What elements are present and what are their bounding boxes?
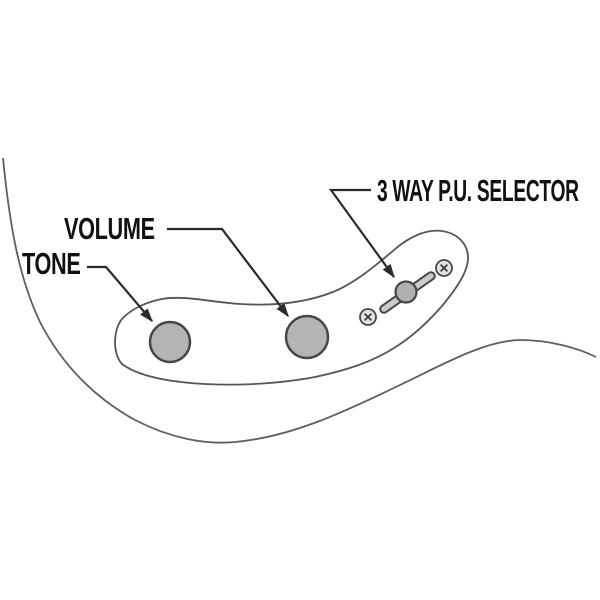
tone-knob	[148, 320, 192, 364]
volume-knob	[284, 314, 330, 360]
pickup-selector-switch	[379, 271, 436, 314]
screw-upper-icon	[435, 259, 453, 277]
screw-lower-icon	[359, 308, 377, 326]
control-plate-outline	[114, 229, 469, 386]
selector-label: 3 WAY P.U. SELECTOR	[377, 173, 579, 208]
selector-knob	[394, 280, 418, 304]
tone-leader-line	[87, 265, 153, 323]
volume-label: VOLUME	[64, 211, 155, 246]
guitar-body-outline	[2, 157, 597, 444]
tone-label: TONE	[22, 246, 81, 281]
volume-leader-line	[167, 227, 289, 318]
selector-leader-line	[328, 188, 395, 279]
